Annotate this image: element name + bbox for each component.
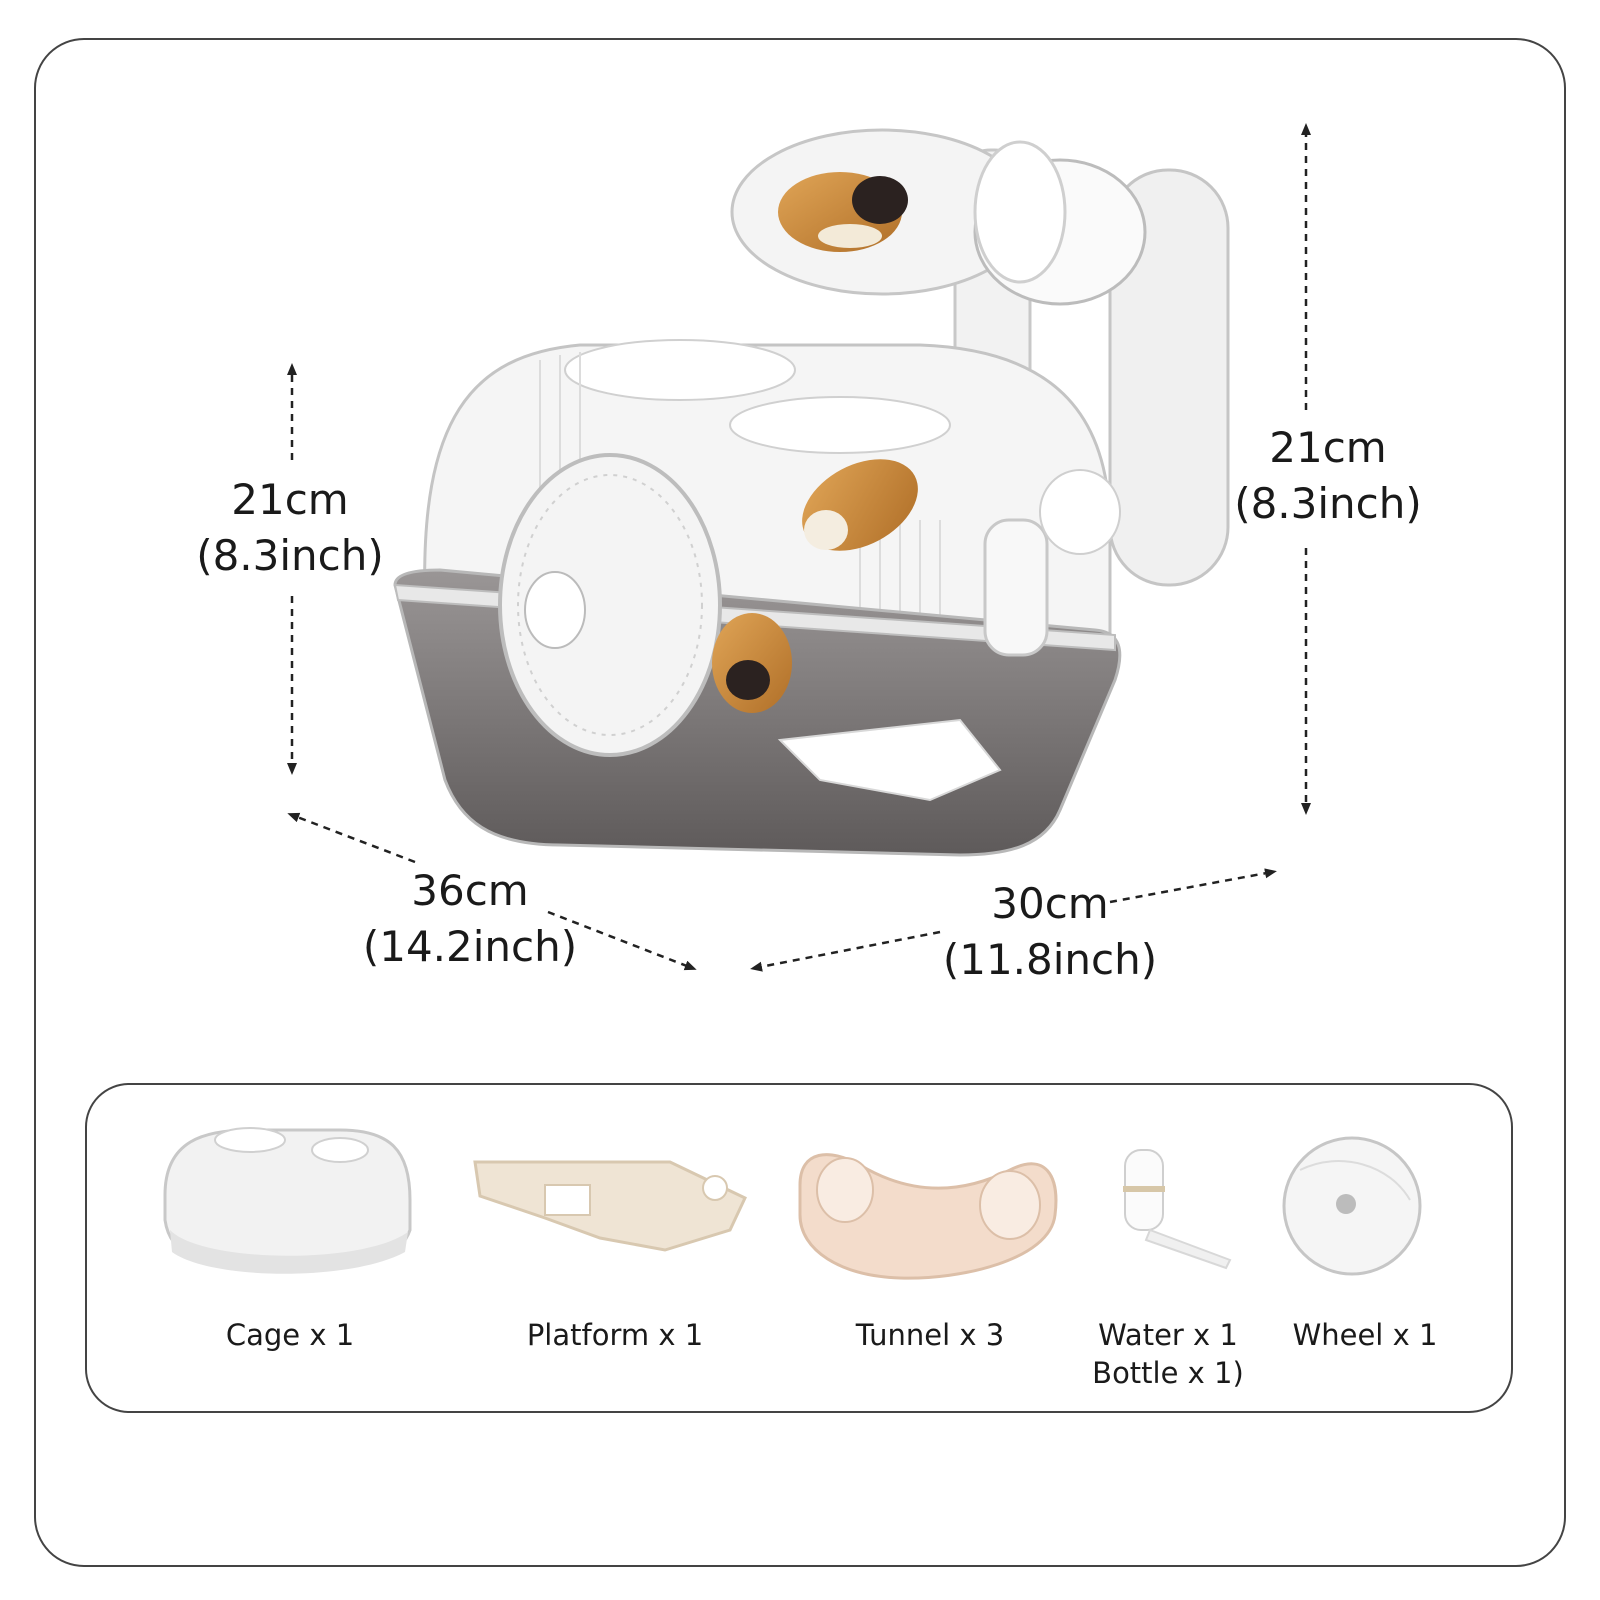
part-label-water-text: Water x 1 bbox=[1098, 1318, 1238, 1352]
arrow-width-right bbox=[1109, 868, 1277, 904]
dimension-depth: 36cm (14.2inch) bbox=[340, 863, 600, 975]
part-label-platform-text: Platform x 1 bbox=[526, 1318, 704, 1352]
part-label-wheel-text: Wheel x 1 bbox=[1292, 1318, 1438, 1352]
part-label-tunnel-text: Tunnel x 3 bbox=[855, 1318, 1005, 1352]
part-label-platform: Platform x 1 bbox=[505, 1316, 725, 1354]
dimension-left-height-metric: 21cm bbox=[231, 475, 349, 524]
part-water-bottle-image bbox=[1123, 1149, 1232, 1270]
wheel bbox=[498, 453, 722, 757]
dimension-width: 30cm (11.8inch) bbox=[920, 876, 1180, 988]
part-cage-image bbox=[163, 1127, 412, 1274]
dimension-right-height-imperial: (8.3inch) bbox=[1234, 479, 1422, 528]
dimension-right-height: 21cm (8.3inch) bbox=[1208, 420, 1448, 532]
dimension-width-imperial: (11.8inch) bbox=[942, 935, 1158, 984]
cage-assembled-image bbox=[393, 128, 1230, 857]
dimension-depth-metric: 36cm bbox=[411, 866, 529, 915]
arrow-width-left bbox=[750, 930, 941, 972]
tunnel-vertical-right bbox=[1108, 168, 1230, 587]
part-wheel-image bbox=[1282, 1136, 1422, 1276]
arrow-depth-left bbox=[287, 812, 416, 864]
water-bottle bbox=[983, 518, 1049, 657]
part-label-bottle-text: Bottle x 1) bbox=[1092, 1356, 1244, 1390]
outer-frame bbox=[34, 38, 1566, 1567]
part-platform-image bbox=[473, 1160, 747, 1252]
part-label-water-bottle: Water x 1 Bottle x 1) bbox=[1068, 1316, 1268, 1392]
dimension-right-height-metric: 21cm bbox=[1269, 423, 1387, 472]
dimension-left-height: 21cm (8.3inch) bbox=[170, 472, 410, 584]
part-label-cage: Cage x 1 bbox=[200, 1316, 380, 1354]
parts-included-box bbox=[85, 1083, 1513, 1413]
inner-platform bbox=[777, 718, 1002, 802]
dimension-width-metric: 30cm bbox=[991, 879, 1109, 928]
part-tunnel-image bbox=[798, 1153, 1058, 1280]
dimension-depth-imperial: (14.2inch) bbox=[362, 922, 578, 971]
part-label-tunnel: Tunnel x 3 bbox=[830, 1316, 1030, 1354]
dimension-left-height-imperial: (8.3inch) bbox=[196, 531, 384, 580]
part-label-cage-text: Cage x 1 bbox=[225, 1318, 355, 1352]
dimension-arrows bbox=[287, 123, 1311, 972]
part-label-wheel: Wheel x 1 bbox=[1275, 1316, 1455, 1354]
